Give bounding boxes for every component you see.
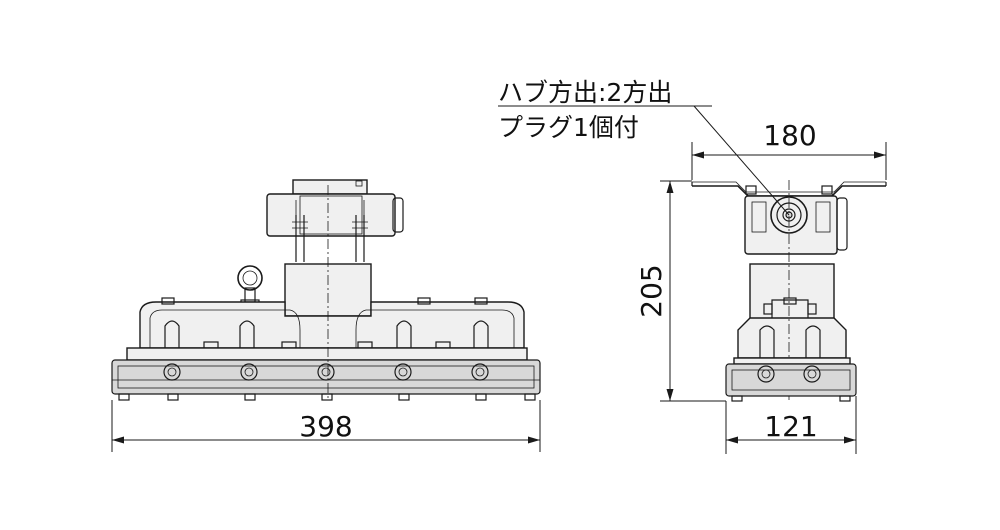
- dimension-front-width: 398: [111, 400, 541, 452]
- top-width-label: 180: [763, 119, 816, 152]
- dimension-top-width: 180: [691, 119, 887, 180]
- front-cover: [139, 301, 525, 349]
- front-feet: [118, 393, 536, 401]
- front-ribs: [164, 320, 489, 348]
- front-upper-rim: [126, 347, 528, 361]
- dimension-side-width: 121: [725, 396, 857, 454]
- side-view: [691, 180, 887, 402]
- annotation-leader: ハブ方出:2方出 プラグ1個付: [498, 78, 790, 216]
- annotation-line-1: ハブ方出:2方出: [498, 78, 672, 107]
- front-base-bolts: [163, 363, 489, 381]
- height-label: 205: [635, 264, 668, 317]
- front-junction-box: [266, 193, 396, 237]
- annotation-line-2: プラグ1個付: [498, 113, 639, 142]
- side-junction-box: [744, 195, 838, 255]
- dimension-height: 205: [635, 180, 726, 402]
- front-view: [111, 179, 541, 401]
- side-cover: [737, 317, 847, 359]
- side-base-frame: [725, 363, 857, 397]
- side-width-label: 121: [764, 410, 817, 443]
- front-width-label: 398: [299, 410, 352, 443]
- eye-bolt: [237, 265, 263, 307]
